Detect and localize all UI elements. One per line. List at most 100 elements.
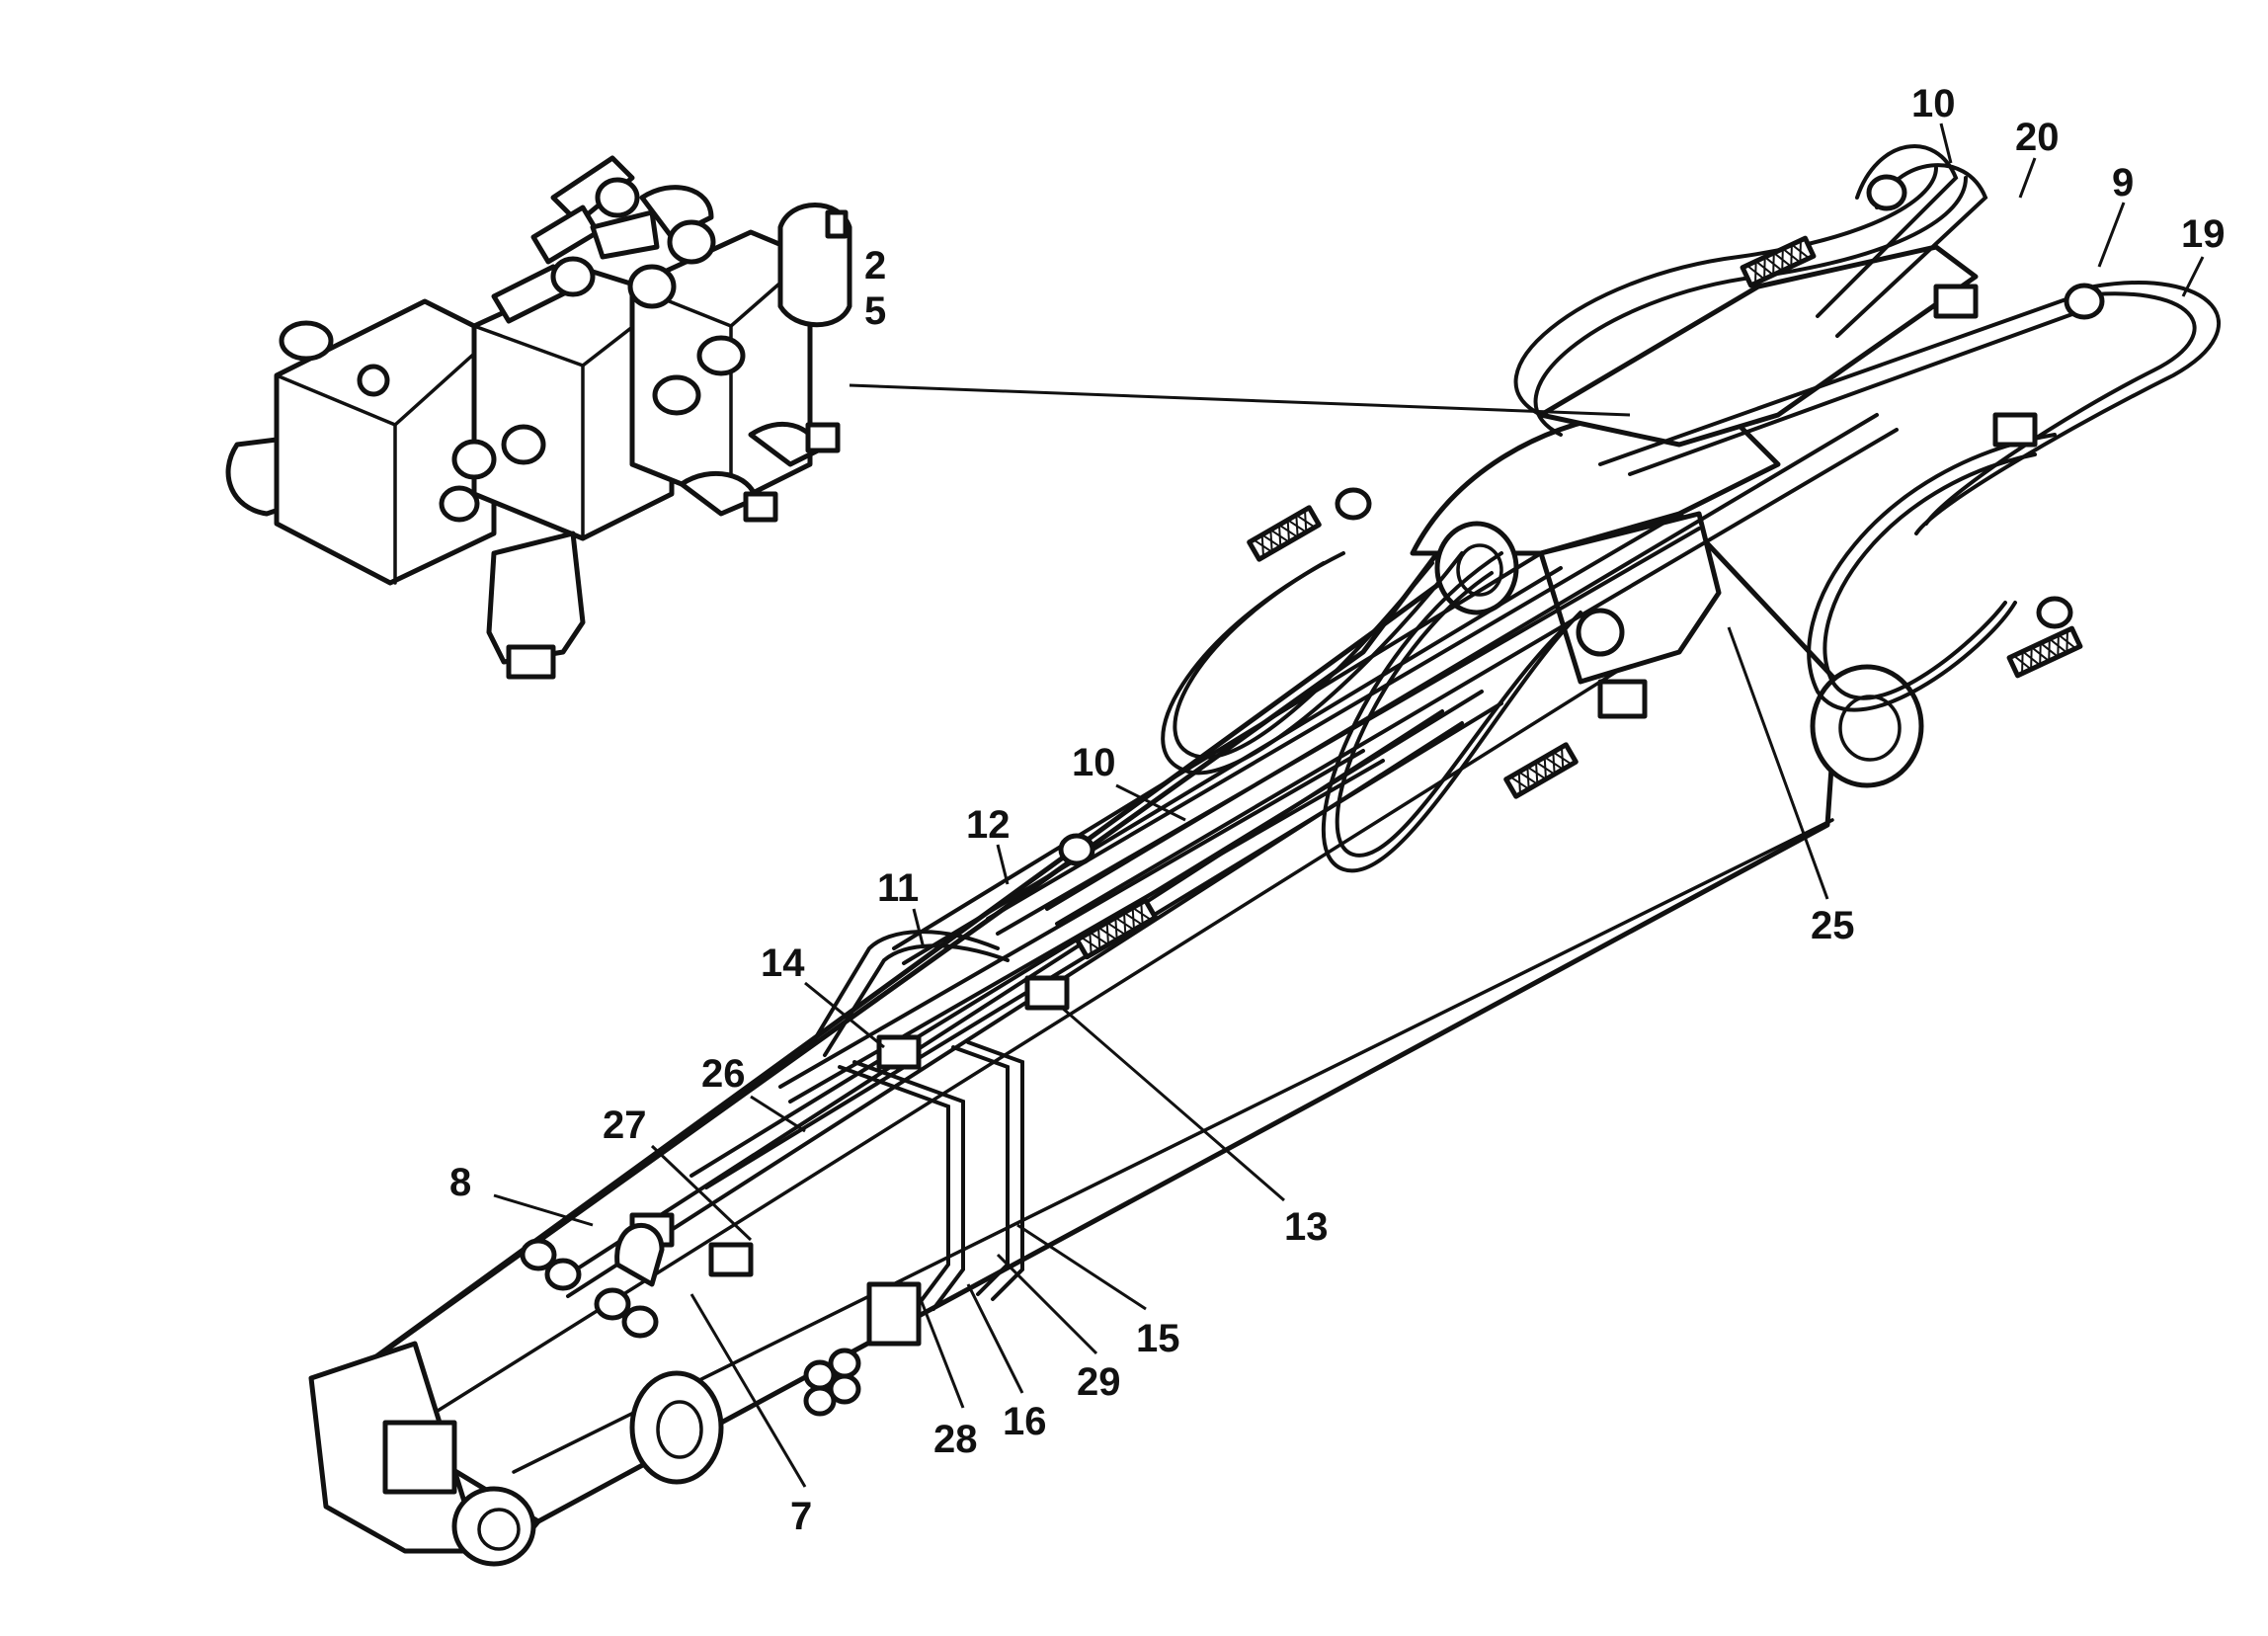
hose-line-11 xyxy=(1045,413,1879,911)
boom-arm xyxy=(308,244,1979,1567)
valve-solenoid-bottom xyxy=(486,531,586,665)
clamp-end-block xyxy=(866,1281,922,1347)
callout-14: 14 xyxy=(761,941,805,985)
leader-12 xyxy=(996,844,1010,885)
callout-5: 5 xyxy=(864,289,886,333)
callout-10-mid: 10 xyxy=(1072,741,1116,784)
pipe-bend-11 xyxy=(808,930,1000,1049)
hose-loop-far-right-2 xyxy=(1924,291,2197,526)
leader-7 xyxy=(689,1293,807,1488)
pipe-drop-1 xyxy=(838,1065,950,1306)
valve-left-plug xyxy=(357,364,390,397)
valve-left-knob xyxy=(279,320,334,362)
hose-line-12 xyxy=(1055,428,1899,926)
callout-15: 15 xyxy=(1136,1317,1180,1360)
hose-line-14 xyxy=(1628,304,2096,476)
callout-26: 26 xyxy=(701,1052,746,1096)
leader-14 xyxy=(804,981,885,1049)
hose-top-run xyxy=(1816,143,1959,318)
pipe-end-nuts xyxy=(520,174,2105,1417)
boom-nose-pin xyxy=(451,1486,536,1567)
callout-20: 20 xyxy=(2015,116,2060,159)
boom-beam xyxy=(323,511,1840,1524)
callout-16: 16 xyxy=(1003,1400,1047,1443)
valve-block-inset xyxy=(225,155,852,680)
hose-line-8 xyxy=(902,566,1563,965)
hose-loop-far-right xyxy=(1914,281,2221,535)
boom-top-block xyxy=(1538,244,1979,448)
braid-mid xyxy=(1503,742,1579,799)
callout-12: 12 xyxy=(966,803,1011,847)
callout-28: 28 xyxy=(933,1418,978,1461)
valve-solenoid-bottom-tip xyxy=(506,644,556,680)
boom-rear-pivot xyxy=(1810,664,1924,788)
leader-11 xyxy=(912,908,926,949)
leader-25 xyxy=(1727,626,1829,900)
pipe-drop-2 xyxy=(852,1060,965,1311)
hose-line-9 xyxy=(986,512,1681,921)
leader-29 xyxy=(996,1253,1098,1355)
leader-valve-to-boom xyxy=(849,383,1631,417)
clamp-upper-1 xyxy=(1933,284,1979,319)
clamp-27 xyxy=(708,1242,754,1277)
pipe-drop-4 xyxy=(966,1040,1024,1301)
boom-nose-pin-bore xyxy=(477,1508,521,1551)
boom-side-pivot-bore xyxy=(656,1400,703,1459)
callout-7: 7 xyxy=(790,1495,812,1538)
callout-25: 25 xyxy=(1811,904,1855,947)
leader-13 xyxy=(1061,1006,1285,1202)
braided-sleeves xyxy=(1074,235,2083,960)
valve-solenoid-tip xyxy=(825,209,849,239)
hose-loop-center-inner xyxy=(1335,571,1573,858)
callout-10-top: 10 xyxy=(1911,82,1956,125)
leader-27 xyxy=(650,1144,753,1242)
clamp-upper-2 xyxy=(1992,412,2038,448)
callout-11: 11 xyxy=(877,866,919,910)
callout-2: 2 xyxy=(864,244,886,287)
hose-line-13 xyxy=(1598,294,2076,466)
leader-20 xyxy=(2018,157,2037,199)
callout-19: 19 xyxy=(2181,212,2226,256)
callout-8: 8 xyxy=(449,1161,471,1204)
hose-bundle xyxy=(551,294,2096,1311)
valve-left-block xyxy=(274,298,497,586)
boom-nose-slot xyxy=(382,1420,457,1495)
pipe-bend-11b xyxy=(823,943,1010,1057)
clamp-link xyxy=(1597,679,1648,719)
lift-eye xyxy=(614,1223,665,1287)
valve-fittings xyxy=(439,155,841,523)
clamps-fittings xyxy=(520,174,2105,1417)
leader-9 xyxy=(2097,202,2126,268)
hose-loop-left-inner xyxy=(1173,561,1434,760)
hose-line-7 xyxy=(892,551,1543,950)
leader-lines xyxy=(493,123,2205,1488)
braid-right xyxy=(2006,625,2083,679)
boom-link-pin xyxy=(1576,608,1625,657)
leader-15 xyxy=(1016,1223,1147,1311)
leader-28 xyxy=(917,1293,965,1409)
braid-bundle xyxy=(1074,897,1159,960)
leader-10-mid xyxy=(1115,783,1186,822)
hose-line-5 xyxy=(778,749,1365,1089)
braid-left-loop xyxy=(1247,505,1322,562)
leader-16 xyxy=(966,1283,1024,1394)
callout-29: 29 xyxy=(1077,1360,1121,1404)
hose-loop-top xyxy=(1513,166,1938,417)
boom-side-pivot xyxy=(629,1370,724,1485)
hose-loop-top-2 xyxy=(1533,176,1968,437)
callout-labels: 10 20 9 19 2 5 10 12 11 14 26 27 8 25 13… xyxy=(449,82,2226,1538)
leader-10-top xyxy=(1939,123,1953,164)
leader-19 xyxy=(2181,256,2205,297)
pipe-drop-3 xyxy=(951,1045,1010,1296)
hose-loop-right xyxy=(1807,433,2057,712)
callout-27: 27 xyxy=(603,1104,647,1147)
leader-26 xyxy=(750,1095,806,1133)
hose-loop-right-inner xyxy=(1822,452,2037,700)
hose-loop-center xyxy=(1321,551,1582,873)
clamp-14 xyxy=(876,1034,922,1070)
callout-13: 13 xyxy=(1284,1205,1329,1249)
braid-top xyxy=(1740,235,1817,288)
clamp-13 xyxy=(1024,975,1070,1011)
boom-side-line xyxy=(393,630,1681,1439)
